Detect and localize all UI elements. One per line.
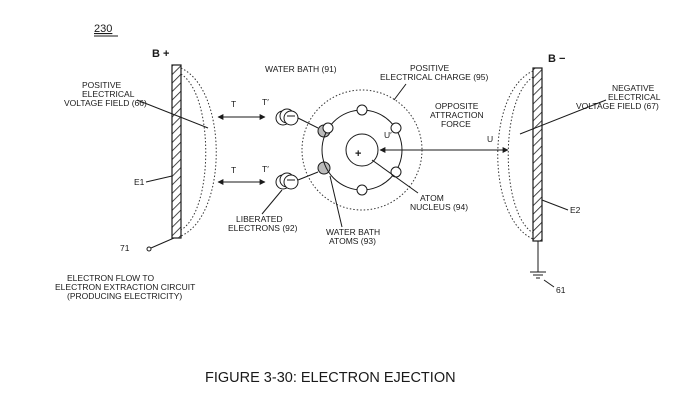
terminal-71-label: 71 <box>120 243 130 253</box>
t-prime-top-label: T′ <box>262 97 269 107</box>
atom-nucleus-label-1: ATOM <box>420 193 444 203</box>
water-bath-atoms-leader <box>329 175 343 228</box>
opposite-force-label-1: OPPOSITE <box>435 101 479 111</box>
orbit-electron <box>322 122 334 134</box>
positive-field-leader <box>136 99 209 129</box>
opposite-force-label-3: FORCE <box>441 119 471 129</box>
negative-field-label-3: VOLTAGE FIELD (67) <box>576 101 659 111</box>
t-bottom-label: T <box>231 165 236 175</box>
atom-nucleus-leader <box>371 159 419 194</box>
orbit-electrons <box>322 104 402 196</box>
figure-number: 230 <box>94 23 112 35</box>
e2-label: E2 <box>570 205 581 215</box>
electron-flow-text-2: ELECTRON EXTRACTION CIRCUIT <box>55 282 195 292</box>
negative-field-label-1: NEGATIVE <box>612 83 655 93</box>
liberated-electrons-leader <box>261 189 283 215</box>
u-prime-label: U′ <box>384 130 392 140</box>
orbit-electron <box>356 184 368 196</box>
negative-field-label-2: ELECTRICAL <box>608 92 661 102</box>
positive-field-label-3: VOLTAGE FIELD (66) <box>64 98 147 108</box>
positive-charge-leader <box>393 83 407 101</box>
terminal-71-wire <box>150 237 175 249</box>
atom-nucleus-label-2: NUCLEUS (94) <box>410 202 468 212</box>
liberation-path-top <box>297 117 319 129</box>
liberated-electrons-top <box>275 108 299 126</box>
figure-caption: FIGURE 3-30: ELECTRON EJECTION <box>205 370 456 386</box>
water-bath-atoms-label-2: ATOMS (93) <box>329 236 376 246</box>
right-voltage-field-outer <box>497 70 534 240</box>
u-label: U <box>487 134 493 144</box>
positive-field-label-1: POSITIVE <box>82 80 122 90</box>
b-minus-label: B − <box>548 53 565 65</box>
positive-charge-label-1: POSITIVE <box>410 63 450 73</box>
right-electrode-plate <box>532 67 543 242</box>
orbit-electron <box>390 122 402 134</box>
e2-leader <box>541 199 569 211</box>
liberated-electrons-label-1: LIBERATED <box>236 214 283 224</box>
opposite-force-label-2: ATTRACTION <box>430 110 484 120</box>
electron-flow-text-1: ELECTRON FLOW TO <box>67 273 154 283</box>
water-bath-label: WATER BATH (91) <box>265 64 337 74</box>
b-plus-label: B + <box>152 48 169 60</box>
positive-charge-label-2: ELECTRICAL CHARGE (95) <box>380 72 488 82</box>
ground-symbol <box>530 271 546 279</box>
left-voltage-field-inner <box>180 73 207 231</box>
terminal-71-node <box>146 246 152 252</box>
t-prime-bottom-label: T′ <box>262 164 269 174</box>
water-bath-atoms-label-1: WATER BATH <box>326 227 380 237</box>
electron-flow-text-3: (PRODUCING ELECTRICITY) <box>67 291 182 301</box>
orbit-electron <box>390 166 402 178</box>
left-electrode-plate <box>171 64 182 239</box>
e1-leader <box>145 175 173 183</box>
ground-61-leader <box>543 279 555 288</box>
nucleus-plus-sign: + <box>355 148 361 160</box>
orbit-electron <box>356 104 368 116</box>
left-voltage-field-outer <box>180 67 217 237</box>
atom-nucleus <box>345 133 379 167</box>
right-voltage-field-inner <box>507 76 534 234</box>
positive-field-label-2: ELECTRICAL <box>82 89 135 99</box>
ground-61-label: 61 <box>556 285 566 295</box>
liberated-electrons-label-2: ELECTRONS (92) <box>228 223 298 233</box>
t-top-label: T <box>231 99 236 109</box>
negative-field-leader <box>519 99 607 135</box>
liberated-electrons-bottom <box>275 172 299 190</box>
e1-label: E1 <box>134 177 145 187</box>
